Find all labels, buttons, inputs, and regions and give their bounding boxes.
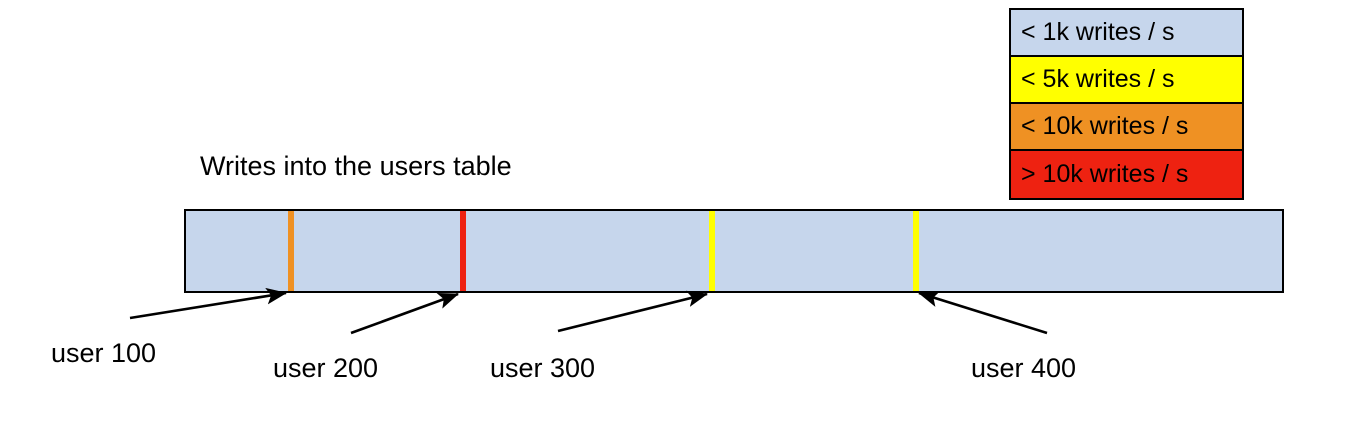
legend-item-gt-10k: > 10k writes / s (1011, 151, 1242, 198)
user-200-marker (460, 211, 466, 291)
user-400-arrow (918, 290, 1048, 335)
user-400-marker (913, 211, 919, 291)
user-300-marker (709, 211, 715, 291)
legend-item-lt-1k: < 1k writes / s (1011, 10, 1242, 57)
legend-item-lt-5k: < 5k writes / s (1011, 57, 1242, 104)
user-200-label: user 200 (273, 353, 379, 383)
user-300-arrow (557, 290, 709, 333)
user-200-arrow (350, 292, 459, 335)
legend-item-lt-10k: < 10k writes / s (1011, 104, 1242, 151)
legend: < 1k writes / s < 5k writes / s < 10k wr… (1009, 8, 1244, 200)
user-100-marker (288, 211, 294, 291)
chart-title: Writes into the users table (200, 151, 512, 181)
legend-item-label: > 10k writes / s (1021, 160, 1189, 188)
legend-item-label: < 1k writes / s (1021, 18, 1175, 46)
user-300-label: user 300 (490, 353, 596, 383)
legend-item-label: < 5k writes / s (1021, 65, 1175, 93)
user-400-label: user 400 (971, 353, 1077, 383)
legend-item-label: < 10k writes / s (1021, 112, 1189, 140)
user-100-arrow (129, 287, 288, 320)
user-100-label: user 100 (51, 338, 157, 368)
users-table-bar (184, 209, 1284, 293)
